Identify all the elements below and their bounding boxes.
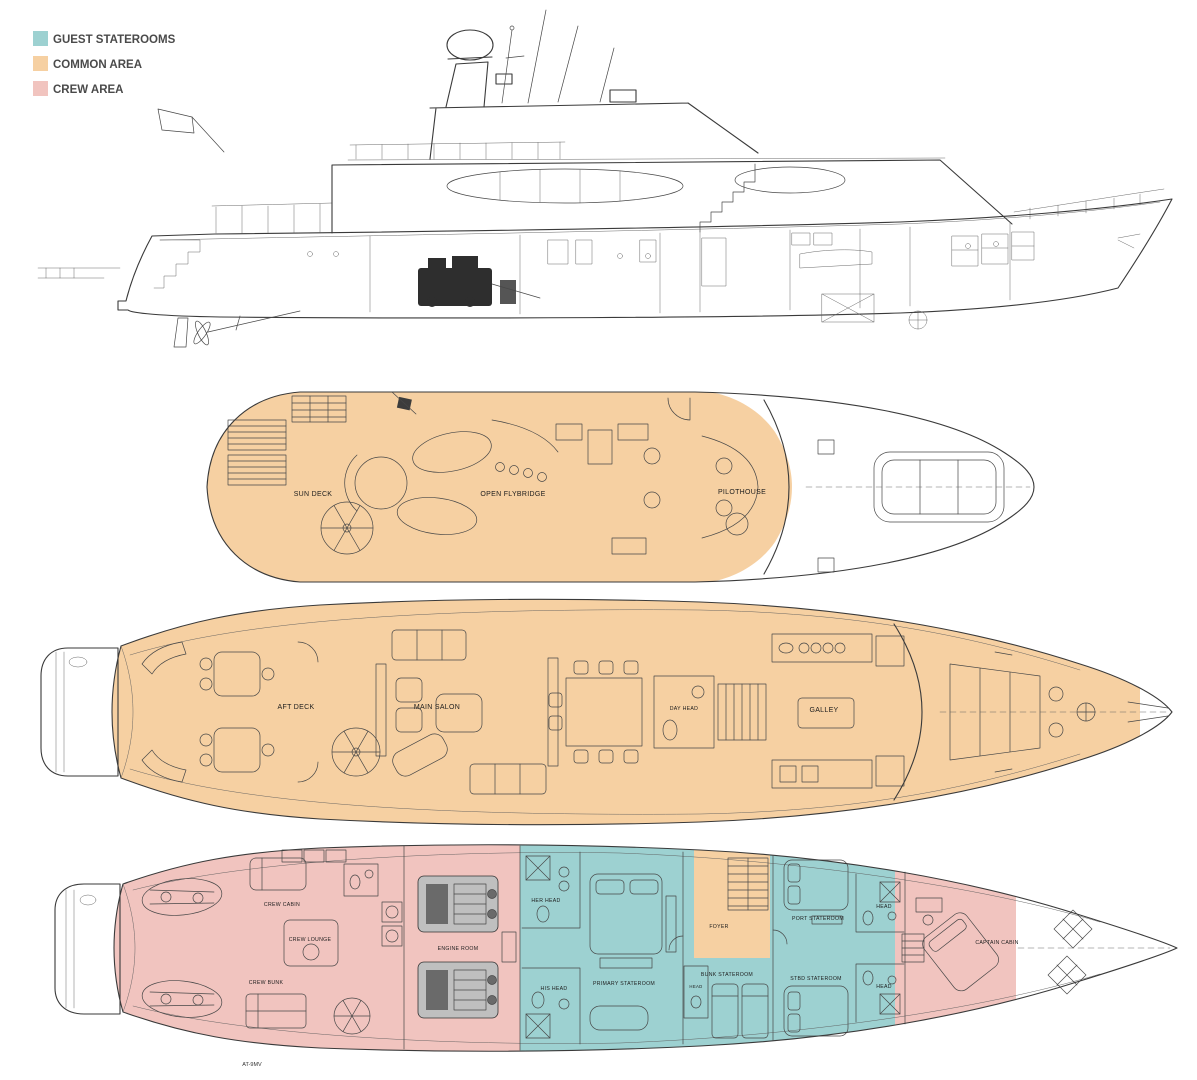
flybridge-furniture xyxy=(227,391,1031,575)
aft-railing xyxy=(153,202,333,289)
room-label-stbd-head: HEAD xyxy=(876,984,892,990)
room-label-sun-deck: SUN DECK xyxy=(294,491,333,498)
lower-deck-swim-platform xyxy=(54,883,121,1015)
room-label-crew-cabin: CREW CABIN xyxy=(264,902,300,908)
room-label-main-salon: MAIN SALON xyxy=(414,704,460,711)
room-label-pilothouse: PILOTHOUSE xyxy=(718,489,766,496)
stern-waterline-lines xyxy=(37,267,121,279)
window-bands xyxy=(446,166,846,204)
region-common-area-flybridge xyxy=(207,392,792,582)
flybridge-railing xyxy=(349,141,566,160)
legend-swatch-crew-area xyxy=(33,81,48,96)
room-label-bunk-head: HEAD xyxy=(689,984,702,989)
lower-deck-furniture xyxy=(122,845,1171,1051)
room-label-stbd-stateroom: STBD STATEROOM xyxy=(790,976,842,982)
legend: GUEST STATEROOMS COMMON AREA CREW AREA xyxy=(33,31,176,96)
main-deck-plan: AFT DECK MAIN SALON DAY HEAD GALLEY xyxy=(40,598,1173,826)
room-label-captain-cabin: CAPTAIN CABIN xyxy=(975,940,1018,946)
flybridge-hull-outline xyxy=(206,391,1035,583)
room-label-crew-bunk: CREW BUNK xyxy=(249,980,284,986)
hardtop-and-radar-arch xyxy=(429,29,759,160)
main-deck-hull-outline xyxy=(111,598,1173,826)
flybridge-deck-plan: SUN DECK OPEN FLYBRIDGE PILOTHOUSE xyxy=(206,391,1035,583)
lower-deck-hull-outline xyxy=(113,844,1178,1052)
engine-block-icon xyxy=(418,256,541,307)
lower-deck-plan: CREW CABIN CREW LOUNGE CREW BUNK ENGINE … xyxy=(54,844,1178,1068)
flag-icon xyxy=(157,108,225,153)
legend-label-common-area: COMMON AREA xyxy=(53,59,142,71)
room-label-foyer: FOYER xyxy=(709,924,728,930)
room-label-engine-room: ENGINE ROOM xyxy=(438,946,479,952)
room-label-his-head: HIS HEAD xyxy=(541,986,568,992)
room-label-port-stateroom: PORT STATEROOM xyxy=(792,916,844,922)
interior-bulkheads xyxy=(369,222,1011,315)
region-common-area-main-deck xyxy=(112,599,1140,825)
room-label-bunk-stateroom: BUNK STATEROOM xyxy=(701,972,753,978)
profile-hull-outline xyxy=(117,198,1173,319)
room-label-crew-lounge: CREW LOUNGE xyxy=(289,937,332,943)
stern-tender-gear xyxy=(141,878,223,1018)
legend-swatch-common-area xyxy=(33,56,48,71)
room-label-port-head: HEAD xyxy=(876,904,892,910)
engine-room-machinery xyxy=(417,875,517,1019)
yacht-profile-view xyxy=(37,9,1173,348)
drawing-note: AT-9MV xyxy=(242,1062,262,1068)
room-label-primary-stateroom: PRIMARY STATEROOM xyxy=(593,981,655,987)
main-deck-swim-platform xyxy=(40,647,119,777)
interior-stairs xyxy=(699,163,756,233)
captain-bed xyxy=(922,912,999,992)
room-label-open-flybridge: OPEN FLYBRIDGE xyxy=(480,491,545,498)
propeller-icon xyxy=(173,310,301,348)
region-foyer xyxy=(694,846,770,958)
legend-label-guest-staterooms: GUEST STATEROOMS xyxy=(53,34,176,46)
bow-railing xyxy=(1013,188,1165,249)
room-label-day-head: DAY HEAD xyxy=(670,706,698,712)
legend-swatch-guest-staterooms xyxy=(33,31,48,46)
room-label-aft-deck: AFT DECK xyxy=(278,704,315,711)
radar-dome-icon xyxy=(446,29,494,61)
superstructure-outline xyxy=(331,159,1013,234)
antenna-mast-icons xyxy=(501,9,615,104)
room-label-her-head: HER HEAD xyxy=(531,898,560,904)
main-deck-furniture xyxy=(120,609,1169,815)
legend-label-crew-area: CREW AREA xyxy=(53,84,124,96)
room-label-galley: GALLEY xyxy=(809,707,838,714)
interior-details xyxy=(307,231,1035,330)
